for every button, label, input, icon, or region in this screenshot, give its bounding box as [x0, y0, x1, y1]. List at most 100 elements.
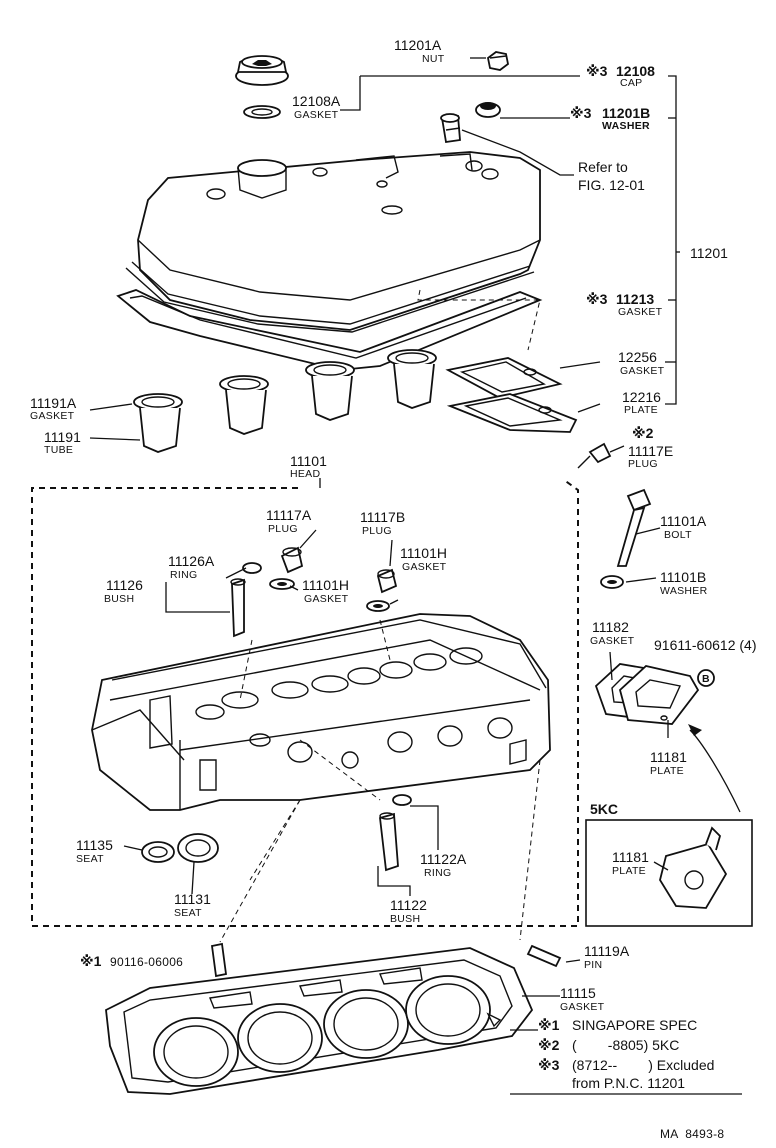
note-2-mark: ※2	[538, 1037, 560, 1053]
cap-bracket	[340, 76, 361, 111]
refer-line1: Refer to	[578, 159, 628, 175]
gasket-tube-name: GASKET	[30, 410, 75, 422]
note-1-mark: ※1	[538, 1017, 560, 1033]
spark-plug-tube-3[interactable]	[305, 361, 355, 421]
plate-5kc-pn: 11181	[612, 849, 649, 865]
plate-12216-name: PLATE	[624, 404, 658, 416]
tube-pn: 11191	[44, 429, 81, 445]
ring-a-name: RING	[170, 569, 197, 581]
gasket-11101h-b[interactable]	[366, 600, 390, 612]
head-bolt-11101a[interactable]	[616, 488, 652, 567]
head-gasket-pn: 11115	[560, 985, 596, 1001]
cap-gasket[interactable]	[243, 105, 281, 119]
seat-11131-pn: 11131	[174, 891, 211, 907]
dowel-pin-11119a[interactable]	[526, 944, 562, 968]
bush-122-pn: 11122	[390, 897, 427, 913]
plate-12216-pn: 12216	[622, 389, 661, 405]
plug-11117e[interactable]	[577, 442, 612, 469]
gasket-11101h-a[interactable]	[269, 578, 295, 590]
gasket-11182-pn: 11182	[592, 619, 629, 635]
spark-plug-tube-2[interactable]	[219, 375, 269, 435]
cover-gasket[interactable]	[116, 289, 543, 371]
gasket-12256-name: GASKET	[620, 365, 665, 377]
cylinder-head[interactable]	[91, 613, 551, 811]
plug-e-name: PLUG	[628, 458, 658, 470]
cover-plate-5kc[interactable]	[659, 826, 728, 909]
nut-pn: 11201A	[394, 37, 442, 53]
gasket-cover-mark: ※3	[586, 291, 608, 307]
head-bolt-washer-11101b[interactable]	[600, 575, 624, 589]
pin-pn: 11119A	[584, 943, 630, 959]
washer-b-name: WASHER	[602, 120, 650, 132]
plug-e-mark: ※2	[632, 425, 654, 441]
note-3-mark: ※3	[538, 1057, 560, 1073]
head-group-box	[31, 479, 579, 927]
ring-a-pn: 11126A	[168, 553, 215, 569]
plug-b-pn: 11117B	[360, 509, 405, 525]
stud-90116[interactable]	[210, 942, 228, 978]
valve-guide-ring-11126a[interactable]	[242, 562, 262, 574]
seat-11135-pn: 11135	[76, 837, 113, 853]
stud-mark: ※1	[80, 953, 102, 969]
gasket-cover-pn: 11213	[616, 291, 654, 307]
cover-plate-11181[interactable]	[618, 665, 700, 725]
notes-underline	[510, 1029, 742, 1095]
bush-name: BUSH	[104, 593, 134, 605]
seat-11131-name: SEAT	[174, 907, 202, 919]
valve-guide-bush-11126[interactable]	[230, 578, 246, 638]
figure-code: MA 8493-8	[660, 1127, 724, 1141]
tube-name: TUBE	[44, 444, 73, 456]
valve-seat-11135[interactable]	[141, 841, 175, 863]
refer-line2: FIG. 12-01	[578, 177, 645, 193]
gasket-h1-pn: 11101H	[302, 577, 349, 593]
plug-a-pn: 11117A	[266, 507, 312, 523]
cap-pn: 12108	[616, 63, 655, 79]
bolt-pn: 11101A	[660, 513, 707, 529]
cap-nut[interactable]	[487, 51, 509, 71]
cap-gasket-name: GASKET	[294, 109, 339, 121]
cover-grommet[interactable]	[440, 113, 461, 144]
plate-11181-name: PLATE	[650, 765, 684, 777]
gasket-11182-name: GASKET	[590, 635, 635, 647]
washer-b-mark: ※3	[570, 105, 592, 121]
valve-seat-11131[interactable]	[177, 833, 219, 863]
bolt-91611-mark: B	[702, 673, 710, 685]
gasket-tube-pn: 11191A	[30, 395, 77, 411]
breather-gasket[interactable]	[445, 357, 563, 399]
inset-title: 5KC	[590, 801, 618, 817]
cover-pn: 11201	[690, 245, 728, 261]
washer-h-name: WASHER	[660, 585, 708, 597]
note-3-text: (8712-- ) Excluded	[572, 1057, 714, 1073]
cover-washer[interactable]	[475, 102, 501, 118]
stud-pn: 90116-06006	[110, 955, 183, 969]
cap-name: CAP	[620, 77, 643, 89]
plate-11181-pn: 11181	[650, 749, 687, 765]
plug-11117a[interactable]	[280, 546, 304, 574]
seat-11135-name: SEAT	[76, 853, 104, 865]
bolt-91611-pn: 91611-60612 (4)	[654, 637, 756, 653]
gasket-12256-pn: 12256	[618, 349, 657, 365]
plug-a-name: PLUG	[268, 523, 298, 535]
valve-guide-ring-11122a[interactable]	[392, 794, 412, 806]
nut-name: NUT	[422, 53, 445, 65]
spark-plug-tube-1[interactable]	[133, 393, 183, 453]
bolt-91611-b[interactable]	[697, 669, 715, 687]
head-pn: 11101	[290, 453, 327, 469]
plate-5kc-name: PLATE	[612, 865, 646, 877]
plug-e-pn: 11117E	[628, 443, 673, 459]
ring-122a-pn: 11122A	[420, 851, 467, 867]
ring-122a-name: RING	[424, 867, 451, 879]
cylinder-head-gasket[interactable]	[105, 947, 534, 1095]
gasket-h2-name: GASKET	[402, 561, 447, 573]
cylinder-head-cover[interactable]	[125, 151, 541, 333]
spark-plug-tube-4[interactable]	[387, 349, 437, 409]
cap-mark: ※3	[586, 63, 608, 79]
plug-b-name: PLUG	[362, 525, 392, 537]
plug-11117b[interactable]	[376, 568, 398, 594]
oil-filler-cap[interactable]	[235, 55, 289, 86]
breather-plate[interactable]	[446, 393, 578, 433]
pin-name: PIN	[584, 959, 602, 971]
note-2-text: ( -8805) 5KC	[572, 1037, 679, 1053]
valve-guide-bush-11122[interactable]	[379, 812, 399, 872]
